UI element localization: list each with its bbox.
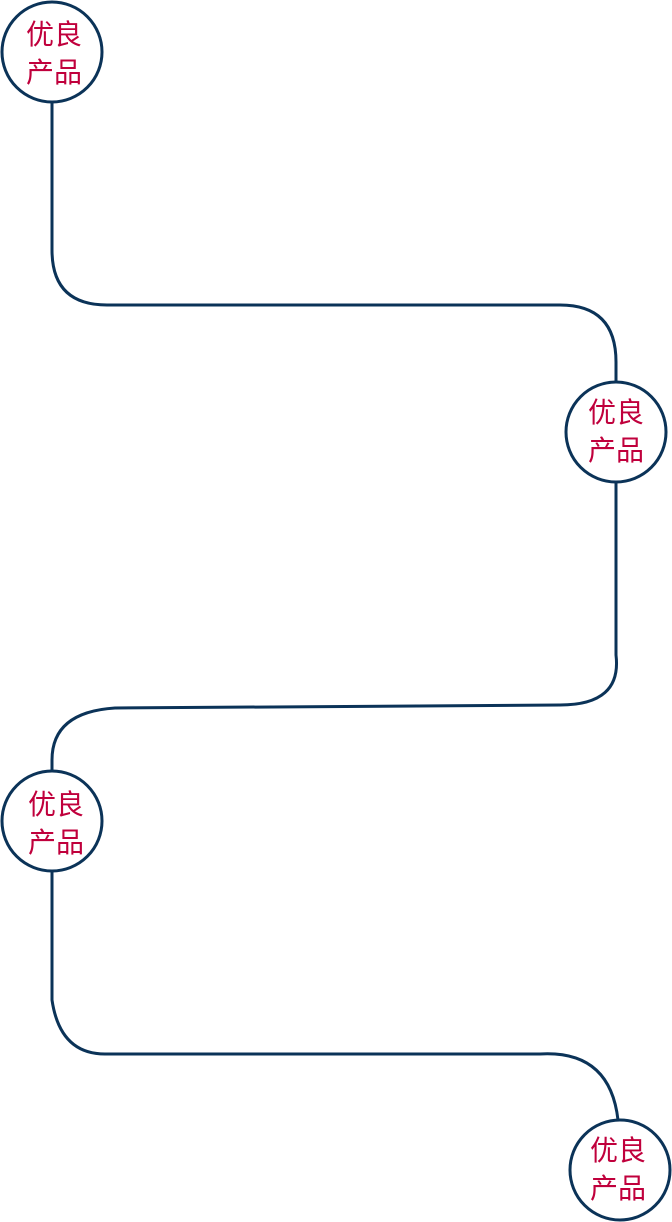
node-4-label-line1: 优良 [590, 1134, 646, 1167]
node-1: 优良 产品 [0, 0, 104, 104]
connector-2-3 [50, 482, 619, 771]
node-4-label-line2: 产品 [590, 1172, 646, 1205]
node-1-label-line1: 优良 [26, 18, 82, 51]
node-2-label-line2: 产品 [588, 434, 644, 467]
node-3-label-line2: 产品 [28, 826, 84, 859]
node-3: 优良 产品 [0, 769, 104, 873]
connector-3-4 [50, 871, 620, 1121]
node-1-label-line2: 产品 [26, 56, 82, 89]
node-3-label-line1: 优良 [28, 788, 84, 821]
node-4: 优良 产品 [568, 1118, 672, 1222]
connector-1-2 [50, 102, 618, 382]
node-2-label-line1: 优良 [588, 396, 644, 429]
node-2: 优良 产品 [564, 380, 668, 484]
